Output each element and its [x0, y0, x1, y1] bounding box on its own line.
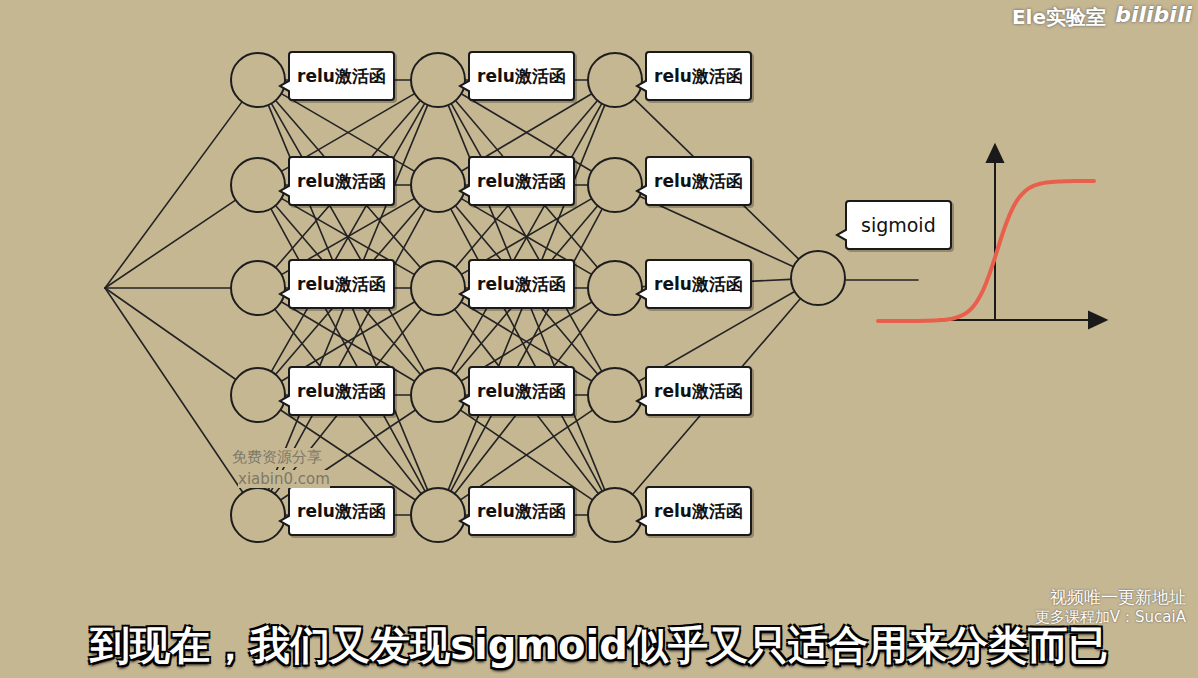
- input-line: [105, 287, 230, 289]
- neuron: relu激活函: [410, 487, 466, 543]
- neuron: relu激活函: [587, 52, 643, 108]
- activation-callout: relu激活函: [468, 259, 575, 309]
- activation-callout: relu激活函: [645, 366, 752, 416]
- connection-line: [272, 104, 424, 370]
- connection-line: [455, 310, 598, 493]
- connection-line: [456, 101, 597, 266]
- input-line: [105, 288, 235, 379]
- activation-callout: relu激活函: [288, 156, 395, 206]
- connection-line: [272, 104, 424, 370]
- input-line: [105, 288, 242, 492]
- platform-logo: bilibili: [1115, 2, 1192, 27]
- activation-callout: relu激活函: [288, 51, 395, 101]
- activation-callout: relu激活函: [645, 486, 752, 536]
- activation-callout: relu激活函: [288, 486, 395, 536]
- connection-line: [456, 101, 597, 266]
- activation-callout: relu激活函: [645, 259, 752, 309]
- output-callout: sigmoid: [845, 200, 952, 250]
- activation-callout: relu激活函: [288, 366, 395, 416]
- connection-line: [633, 299, 800, 493]
- activation-callout: relu激活函: [468, 156, 575, 206]
- connection-line: [449, 106, 605, 489]
- watermark: 免费资源分享: [232, 448, 322, 467]
- connection-line: [276, 101, 419, 267]
- input-line: [105, 201, 235, 288]
- activation-callout: relu激活函: [468, 366, 575, 416]
- neuron: relu激活函: [410, 260, 466, 316]
- neuron: relu激活函: [587, 157, 643, 213]
- connection-line: [451, 210, 602, 491]
- neuron: relu激活函: [230, 367, 286, 423]
- neuron: relu激活函: [587, 260, 643, 316]
- connection-line: [455, 310, 598, 493]
- neuron: relu激活函: [230, 260, 286, 316]
- neuron: relu激活函: [410, 367, 466, 423]
- y-axis: [994, 158, 996, 320]
- connection-line: [452, 104, 602, 370]
- connection-line: [269, 106, 428, 489]
- connection-line: [269, 106, 428, 489]
- neuron: relu激活函: [230, 157, 286, 213]
- watermark: 视频唯一更新地址: [1050, 586, 1186, 609]
- activation-callout: relu激活函: [468, 51, 575, 101]
- connection-line: [276, 101, 419, 267]
- neuron: relu激活函: [587, 487, 643, 543]
- activation-callout: relu激活函: [645, 51, 752, 101]
- activation-callout: relu激活函: [645, 156, 752, 206]
- output-line: [846, 279, 918, 281]
- connection-line: [641, 197, 793, 267]
- subtitle-caption: 到现在，我们又发现sigmoid似乎又只适合用来分类而已: [0, 618, 1198, 673]
- neuron: relu激活函: [587, 367, 643, 423]
- neuron: relu激活函: [410, 52, 466, 108]
- input-line: [105, 103, 241, 288]
- activation-callout: relu激活函: [468, 486, 575, 536]
- connection-line: [451, 210, 602, 491]
- neuron-circle: [790, 250, 846, 306]
- neuron: relu激活函: [410, 157, 466, 213]
- connection-line: [452, 104, 602, 370]
- axis-arrowhead: [1089, 312, 1106, 328]
- output-neuron: sigmoid: [790, 250, 846, 306]
- connection-line: [635, 100, 798, 259]
- axis-arrowhead: [987, 145, 1003, 162]
- activation-callout: relu激活函: [288, 259, 395, 309]
- neuron: relu激活函: [230, 52, 286, 108]
- connection-line: [449, 106, 605, 489]
- neuron: relu激活函: [230, 487, 286, 543]
- watermark: xiabin0.com: [238, 470, 330, 488]
- channel-name: Ele实验室: [1012, 4, 1106, 31]
